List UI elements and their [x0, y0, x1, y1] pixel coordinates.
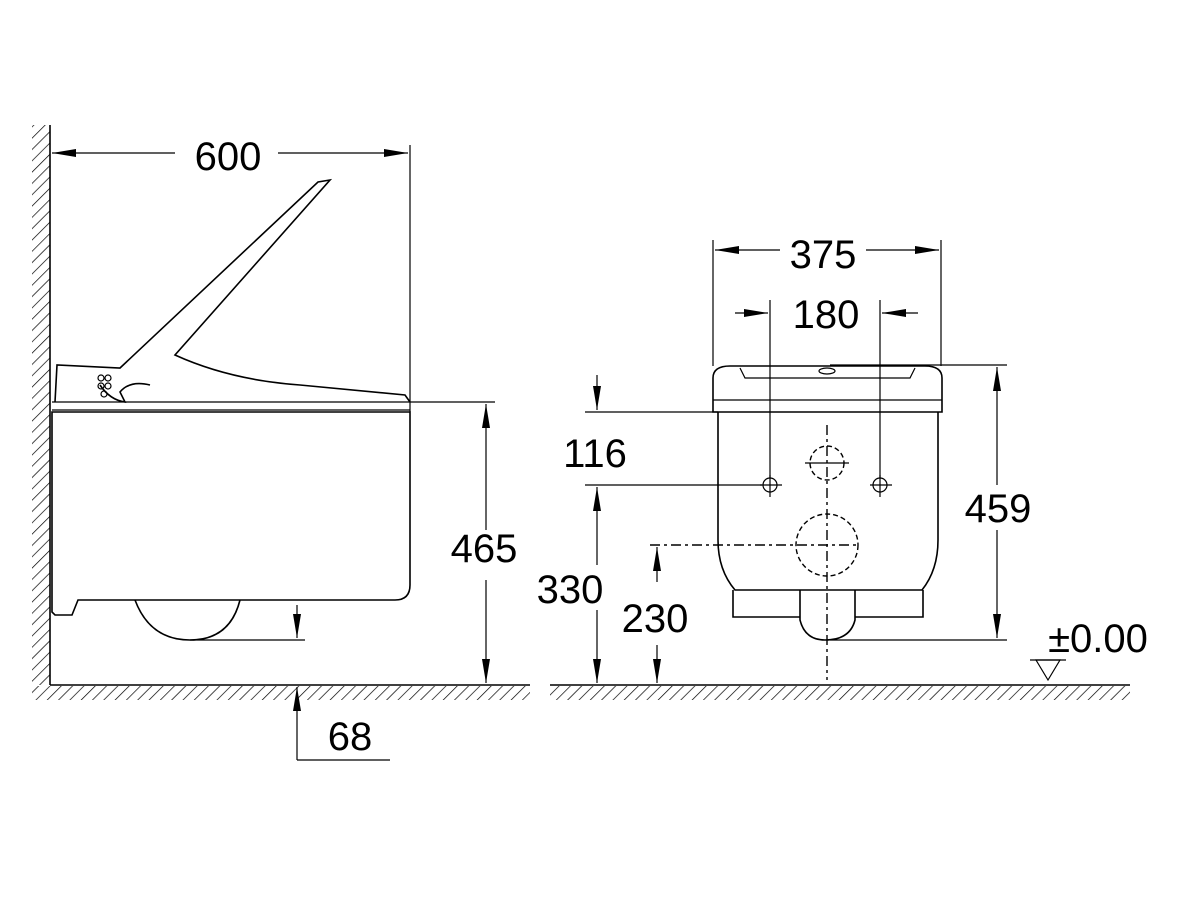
- dimension-label: 180: [793, 293, 860, 337]
- dimension-fixing-height: 330: [537, 487, 604, 683]
- waste-outlet-icon: [650, 513, 860, 577]
- dimension-label: 116: [563, 432, 627, 476]
- dimension-label: 375: [790, 233, 857, 277]
- dimension-depth: 600: [52, 135, 411, 412]
- dimension-seat-to-fixing: 116: [563, 375, 762, 486]
- dimension-fixing-spacing: 180: [735, 293, 918, 478]
- floor-level-marker: ±0.00: [1030, 617, 1148, 682]
- dimension-seat-height: 465: [410, 401, 518, 683]
- dimension-label: 330: [537, 568, 604, 612]
- front-view-toilet: [650, 365, 943, 680]
- dimension-label: 600: [195, 135, 262, 179]
- dimension-outlet-height: 230: [622, 547, 689, 683]
- dimension-label: 459: [965, 487, 1032, 531]
- water-inlet-icon: [805, 445, 849, 481]
- floor-level-label: ±0.00: [1048, 617, 1148, 661]
- dimension-label: 230: [622, 597, 689, 641]
- wall: [32, 125, 51, 685]
- dimension-underside: 68: [190, 605, 390, 761]
- dimension-width: 375: [712, 233, 942, 366]
- floor-right: [550, 684, 1130, 700]
- fixing-hole-icon: [870, 475, 892, 497]
- dimension-label: 68: [328, 715, 373, 759]
- dimension-label: 465: [451, 527, 518, 571]
- floor-left: [32, 684, 530, 700]
- level-triangle-icon: [1034, 659, 1062, 682]
- dimension-total-height: 459: [830, 364, 1032, 641]
- hinge-icon: [97, 374, 112, 398]
- fixing-hole-icon: [760, 475, 782, 497]
- side-view-toilet: [51, 178, 411, 641]
